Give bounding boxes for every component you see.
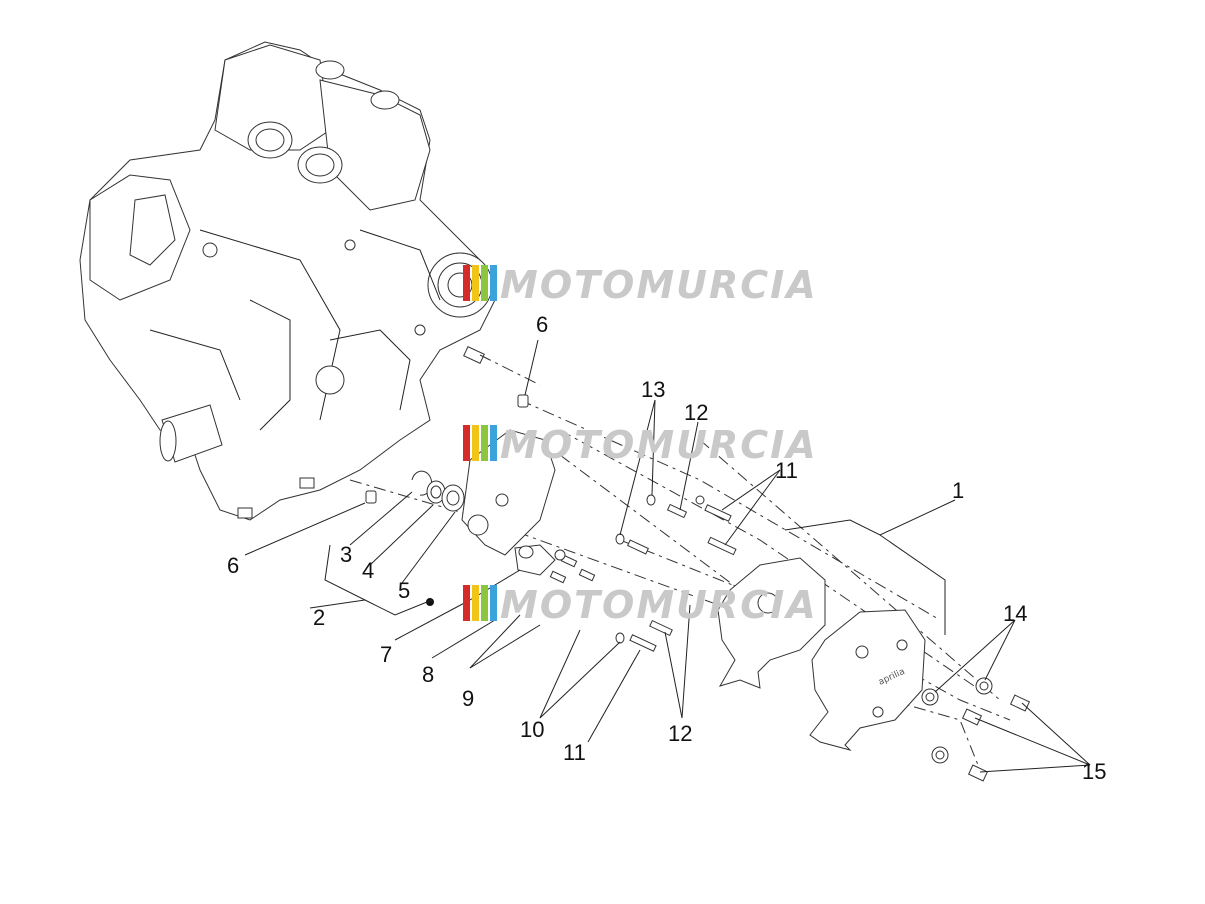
- engine-block: [79, 41, 496, 521]
- callout-11-lower: 11: [563, 740, 586, 765]
- screw-set-lower: [549, 554, 673, 652]
- callout-10: 10: [520, 717, 544, 742]
- callout-12-lower: 12: [668, 721, 692, 746]
- callout-4: 4: [362, 558, 374, 583]
- alternator-cover-inner: [717, 557, 826, 689]
- water-pump-cover: [461, 429, 566, 576]
- callout-6-upper: 6: [536, 312, 548, 337]
- alternator-cover-outer: aprilia: [809, 609, 926, 751]
- callout-15: 15: [1082, 759, 1106, 784]
- o-ring-lower: [615, 533, 625, 545]
- callout-9: 9: [462, 686, 474, 711]
- callout-6-lower: 6: [227, 553, 239, 578]
- callout-13: 13: [641, 377, 665, 402]
- watermark-1: MOTOMURCIA: [463, 263, 818, 307]
- callout-11-upper: 11: [775, 458, 798, 483]
- callout-7: 7: [380, 642, 392, 667]
- svg-text:MOTOMURCIA: MOTOMURCIA: [500, 423, 818, 467]
- callout-2: 2: [313, 605, 325, 630]
- watermark-stripe-red: [463, 265, 470, 301]
- watermark-3: MOTOMURCIA: [463, 583, 818, 627]
- callout-14: 14: [1003, 601, 1027, 626]
- callout-5: 5: [398, 578, 410, 603]
- leader-lines: [244, 339, 1091, 773]
- callout-8: 8: [422, 662, 434, 687]
- small-parts: [365, 394, 1031, 782]
- callout-12-upper: 12: [684, 400, 708, 425]
- watermark-2: MOTOMURCIA: [463, 423, 818, 467]
- o-ring-upper: [646, 494, 656, 506]
- spacers-and-bolts: [921, 677, 1031, 782]
- dowel-pin-upper: [517, 394, 529, 408]
- dowel-pin-lower: [365, 490, 377, 504]
- callout-labels: 1 2 3 4 5 6 6 7 8 9 10 11 11 12 12 13 14…: [227, 312, 1106, 784]
- svg-text:MOTOMURCIA: MOTOMURCIA: [500, 583, 818, 627]
- screw-set-upper: [627, 495, 737, 556]
- callout-3: 3: [340, 542, 352, 567]
- callout-1: 1: [952, 478, 964, 503]
- circlip: [411, 470, 433, 496]
- svg-text:MOTOMURCIA: MOTOMURCIA: [500, 263, 818, 307]
